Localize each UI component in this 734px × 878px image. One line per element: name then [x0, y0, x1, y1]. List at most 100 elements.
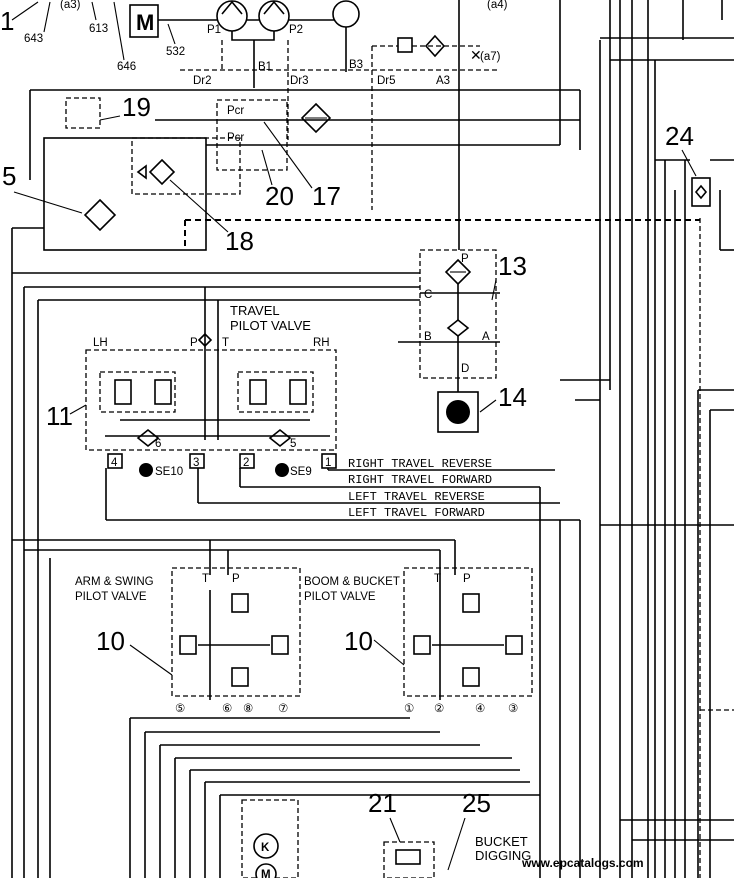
travel-port-5: 5: [290, 438, 296, 450]
implement-pilot-lines: [12, 539, 456, 700]
port-pcr-1: Pcr: [227, 105, 244, 117]
callout-17: 17: [312, 181, 341, 211]
callout-19: 19: [122, 92, 151, 122]
top-right-components: ✕: [371, 0, 482, 250]
ref-643: 643: [24, 33, 43, 45]
pump-p1-label: P1: [207, 24, 221, 36]
watermark: www.epcatalogs.com: [521, 856, 644, 870]
travel-port-2: 2: [243, 457, 249, 469]
line-right-travel-reverse: RIGHT TRAVEL REVERSE: [348, 457, 492, 471]
travel-rh: RH: [313, 337, 330, 349]
ref-532: 532: [166, 46, 185, 58]
line-left-travel-forward: LEFT TRAVEL FORWARD: [348, 506, 485, 520]
callout-10-arm: 10: [96, 626, 125, 656]
callout-14: 14: [498, 382, 527, 412]
filter-box-5: [43, 137, 207, 251]
port-a3: A3: [436, 75, 450, 87]
part-references: 1 (a3) 643 613 646 532: [0, 0, 185, 73]
travel-port-6: 6: [155, 438, 161, 450]
arm-t: T: [202, 573, 209, 585]
travel-t: T: [222, 337, 229, 349]
pilot-filter-block: 5 18 Pcr Pcr 20 17: [2, 0, 581, 256]
travel-port-3: 3: [193, 457, 199, 469]
port-b3: B3: [349, 59, 363, 71]
valve-13: P C B A D 13: [398, 249, 527, 392]
callout-10-boom: 10: [344, 626, 373, 656]
lower-line-bundle: [49, 487, 581, 878]
left-pilot-lines: [11, 227, 420, 878]
callout-13: 13: [498, 251, 527, 281]
component-m-label: M: [261, 869, 271, 878]
right-side-lines: 24: [560, 0, 734, 878]
callout-1: 1: [0, 6, 14, 36]
arm-swing-pilot-valve: ARM & SWING PILOT VALVE T P ⑤ ⑥ ⑧ ⑦ 10: [75, 567, 301, 715]
arm-title-1: ARM & SWING: [75, 576, 154, 588]
sensor-se10: SE10: [155, 466, 183, 478]
boom-title-1: BOOM & BUCKET: [304, 576, 400, 588]
sensor-se9: SE9: [290, 466, 312, 478]
port-d-13: D: [461, 363, 469, 375]
port-b-13: B: [424, 331, 432, 343]
line-left-travel-reverse: LEFT TRAVEL REVERSE: [348, 490, 485, 504]
boom-title-2: PILOT VALVE: [304, 591, 376, 603]
bucket-digging-section: 21 25 BUCKET DIGGING: [368, 788, 531, 878]
boom-t: T: [434, 573, 441, 585]
travel-title-2: PILOT VALVE: [230, 318, 311, 333]
callout-25: 25: [462, 788, 491, 818]
port-p-13: P: [461, 253, 469, 265]
line-right-travel-forward: RIGHT TRAVEL FORWARD: [348, 473, 492, 487]
pilot-pump: [332, 0, 360, 28]
motor-box: [129, 4, 159, 38]
port-c-13: C: [424, 289, 432, 301]
arm-port-7: ⑦: [278, 703, 288, 715]
travel-signal-lines: RIGHT TRAVEL REVERSE RIGHT TRAVEL FORWAR…: [105, 457, 580, 521]
bucket-label-1: BUCKET: [475, 834, 528, 849]
ref-a4: (a4): [487, 0, 508, 11]
component-k-label: K: [261, 842, 270, 854]
shuttle-valve-24: [691, 177, 711, 207]
ref-a3: (a3): [60, 0, 81, 11]
boom-port-1: ①: [404, 703, 414, 715]
port-pcr-2: Pcr: [227, 132, 244, 144]
travel-port-4: 4: [111, 457, 118, 469]
boom-port-2: ②: [434, 703, 444, 715]
component-19: 19: [65, 92, 151, 129]
pump-p2: [258, 0, 290, 32]
boom-p: P: [463, 573, 471, 585]
port-a-13: A: [482, 331, 490, 343]
callout-18: 18: [225, 226, 254, 256]
ref-a7: (a7): [480, 51, 501, 63]
boom-port-4: ④: [475, 703, 485, 715]
callout-21: 21: [368, 788, 397, 818]
arm-port-6: ⑥: [222, 703, 232, 715]
boom-bucket-pilot-valve: BOOM & BUCKET PILOT VALVE T P ① ② ④ ③ 10: [304, 567, 533, 715]
port-b1: B1: [258, 61, 272, 73]
callout-24: 24: [665, 121, 694, 151]
bucket-label-2: DIGGING: [475, 848, 531, 863]
travel-lh: LH: [93, 337, 108, 349]
travel-port-1: 1: [325, 457, 331, 469]
arm-title-2: PILOT VALVE: [75, 591, 147, 603]
port-dr5: Dr5: [377, 75, 396, 87]
travel-p: P: [190, 337, 198, 349]
component-14: 14: [437, 382, 527, 433]
boom-port-3: ③: [508, 703, 518, 715]
svg-text:✕: ✕: [470, 47, 482, 63]
pump-p1: [216, 0, 248, 32]
callout-5: 5: [2, 161, 16, 191]
callout-11: 11: [46, 401, 73, 431]
travel-title-1: TRAVEL: [230, 303, 280, 318]
ref-613: 613: [89, 23, 108, 35]
component-km: K M: [241, 799, 299, 878]
callout-20: 20: [265, 181, 294, 211]
port-dr2: Dr2: [193, 75, 212, 87]
travel-pilot-valve: TRAVEL PILOT VALVE LH RH P T 6 5 4 3 2 1…: [46, 287, 337, 478]
arm-port-8: ⑧: [243, 703, 253, 715]
arm-port-5: ⑤: [175, 703, 185, 715]
motor-label: M: [136, 10, 154, 35]
arm-p: P: [232, 573, 240, 585]
pump-assembly: M P1 P2: [129, 0, 360, 88]
ref-646: 646: [117, 61, 136, 73]
